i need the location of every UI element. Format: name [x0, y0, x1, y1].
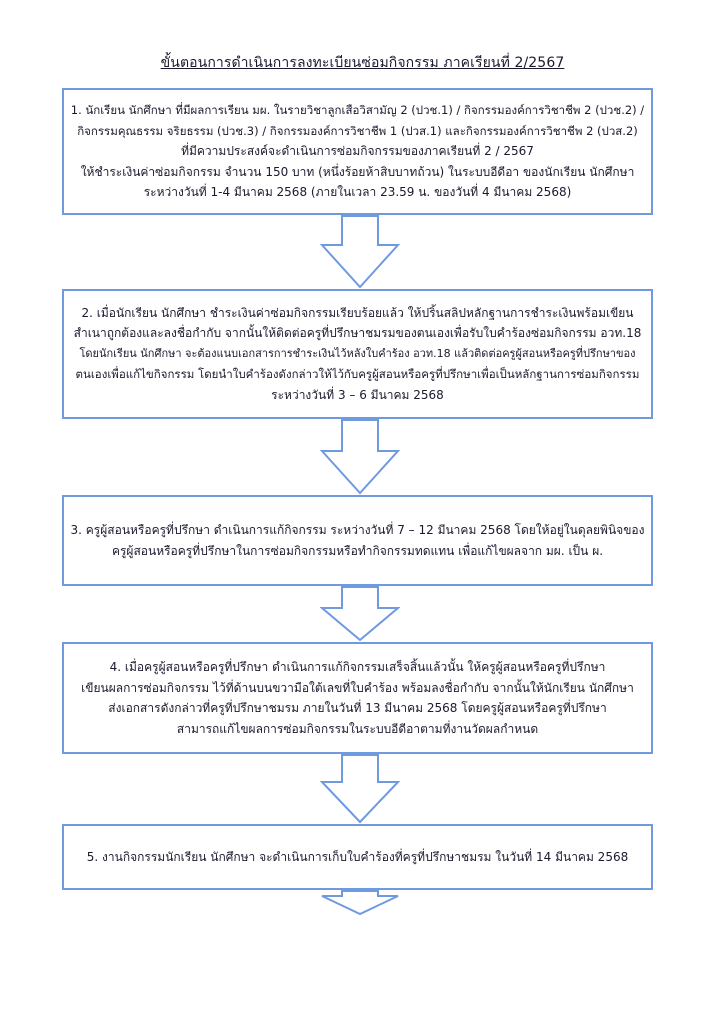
step-3-line-1: 3. ครูผู้สอนหรือครูที่ปรึกษา ดำเนินการแก… — [70, 523, 645, 537]
step-2-line-4: ตนเองเพื่อแก้ไขกิจกรรม โดยนำใบคำร้องดังก… — [75, 367, 640, 382]
step-4-box: 4. เมื่อครูผู้สอนหรือครูที่ปรึกษา ดำเนิน… — [62, 642, 653, 754]
step-2-line-2: สำเนาถูกต้องและลงชื่อกำกับ จากนั้นให้ติด… — [73, 326, 642, 341]
down-arrow-icon — [321, 890, 399, 916]
step-2-line-3: โดยนักเรียน นักศึกษา จะต้องแนบเอกสารการช… — [79, 346, 636, 360]
step-4-line-1: 4. เมื่อครูผู้สอนหรือครูที่ปรึกษา ดำเนิน… — [109, 660, 606, 674]
step-1-line-5: ระหว่างวันที่ 1-4 มีนาคม 2568 (ภายในเวลา… — [143, 185, 572, 200]
step-5-box: 5. งานกิจกรรมนักเรียน นักศึกษา จะดำเนินก… — [62, 824, 653, 890]
step-1-box: 1. นักเรียน นักศึกษา ที่มีผลการเรียน มผ.… — [62, 88, 653, 215]
down-arrow-icon — [320, 419, 400, 495]
step-4-line-3: ส่งเอกสารดังกล่าวที่ครูที่ปรึกษาชมรม ภาย… — [108, 701, 607, 715]
step-1-line-4: ให้ชำระเงินค่าซ่อมกิจกรรม จำนวน 150 บาท … — [80, 164, 635, 179]
step-4-line-4: สามารถแก้ไขผลการซ่อมกิจกรรมในระบบอีดีอาต… — [176, 721, 539, 736]
step-1-line-2: กิจกรรมคุณธรรม จริยธรรม (ปวช.3) / กิจกรร… — [77, 123, 638, 138]
step-2-line-1: 2. เมื่อนักเรียน นักศึกษา ชำระเงินค่าซ่อ… — [81, 305, 634, 320]
step-1-line-3: ที่มีความประสงค์จะดำเนินการซ่อมกิจกรรมขอ… — [181, 144, 534, 159]
page-title: ขั้นตอนการดำเนินการลงทะเบียนซ่อมกิจกรรม … — [160, 55, 565, 71]
down-arrow-icon — [320, 215, 400, 289]
step-1-line-1: 1. นักเรียน นักศึกษา ที่มีผลการเรียน มผ.… — [70, 103, 645, 118]
down-arrow-icon — [320, 586, 400, 642]
step-2-box: 2. เมื่อนักเรียน นักศึกษา ชำระเงินค่าซ่อ… — [62, 289, 653, 419]
step-3-box: 3. ครูผู้สอนหรือครูที่ปรึกษา ดำเนินการแก… — [62, 495, 653, 586]
down-arrow-icon — [320, 754, 400, 824]
step-5-line-1: 5. งานกิจกรรมนักเรียน นักศึกษา จะดำเนินก… — [86, 849, 629, 864]
step-2-line-5: ระหว่างวันที่ 3 – 6 มีนาคม 2568 — [271, 387, 444, 402]
step-4-line-2: เขียนผลการซ่อมกิจกรรม ไว้ที่ด้านบนขวามือ… — [81, 680, 634, 695]
step-3-line-2: ครูผู้สอนหรือครูที่ปรึกษาในการซ่อมกิจกรร… — [111, 543, 604, 558]
